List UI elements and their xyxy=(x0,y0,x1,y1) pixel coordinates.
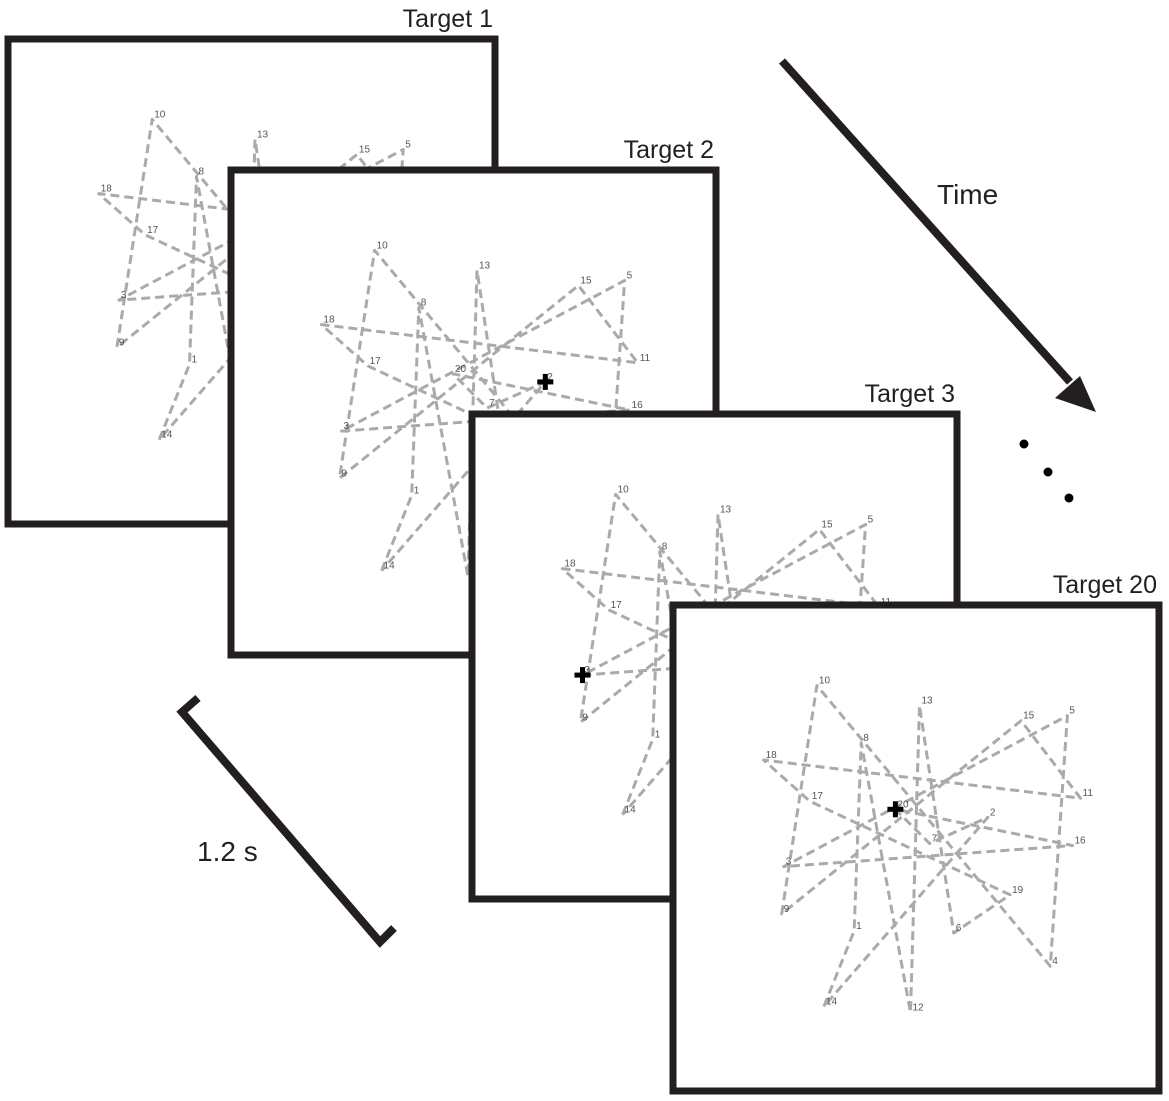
target-number-label: 6 xyxy=(956,923,962,934)
duration-label: 1.2 s xyxy=(197,836,258,867)
target-number-label: 10 xyxy=(819,676,831,687)
duration-bracket xyxy=(176,694,397,948)
cross-bar-vertical xyxy=(542,373,548,390)
target-number-label: 20 xyxy=(897,799,909,810)
target-number-label: 3 xyxy=(344,421,350,432)
target-number-label: 15 xyxy=(359,145,371,156)
target-cross-icon xyxy=(537,373,554,390)
target-number-label: 3 xyxy=(121,290,127,301)
target-number-label: 7 xyxy=(932,834,938,845)
target-number-label: 18 xyxy=(323,315,335,326)
frame-title: Target 3 xyxy=(865,380,955,408)
target-number-label: 5 xyxy=(405,140,411,151)
target-number-label: 9 xyxy=(582,712,588,723)
target-number-label: 5 xyxy=(627,271,633,282)
target-number-label: 14 xyxy=(826,997,838,1008)
cross-bar-vertical xyxy=(580,667,585,684)
target-number-label: 14 xyxy=(161,430,173,441)
target-number-label: 11 xyxy=(1083,788,1094,799)
dot xyxy=(1064,493,1074,503)
target-number-label: 1 xyxy=(856,921,862,932)
target-number-label: 2 xyxy=(547,372,553,383)
time-arrow xyxy=(779,58,1096,412)
target-number-label: 18 xyxy=(101,184,113,195)
target-number-label: 8 xyxy=(199,167,205,178)
target-number-label: 10 xyxy=(377,240,389,251)
target-number-label: 15 xyxy=(580,276,592,287)
target-number-label: 10 xyxy=(154,109,166,120)
cross-bar-vertical xyxy=(892,801,898,818)
target-number-label: 9 xyxy=(784,904,790,915)
target-number-label: 13 xyxy=(479,260,491,271)
target-number-label: 1 xyxy=(655,729,661,740)
target-number-label: 20 xyxy=(455,364,467,375)
target-number-label: 8 xyxy=(421,298,427,309)
target-number-label: 17 xyxy=(611,600,623,611)
target-number-label: 8 xyxy=(863,733,869,744)
frame-title: Target 1 xyxy=(403,5,493,33)
target-number-label: 13 xyxy=(922,696,934,707)
frame-title: Target 2 xyxy=(624,136,714,164)
target-number-label: 14 xyxy=(384,561,396,572)
target-number-label: 15 xyxy=(821,520,833,531)
target-number-label: 5 xyxy=(1069,706,1075,717)
target-number-label: 14 xyxy=(625,805,637,816)
time-label: Time xyxy=(937,179,998,210)
target-number-label: 2 xyxy=(990,807,996,818)
target-number-label: 4 xyxy=(1052,956,1058,967)
time-arrow-shaft xyxy=(779,58,1073,385)
target-number-label: 10 xyxy=(618,484,630,495)
target-number-label: 15 xyxy=(1023,711,1035,722)
target-number-label: 3 xyxy=(585,665,591,676)
target-cross-icon xyxy=(887,801,904,818)
dot xyxy=(1043,467,1053,477)
target-number-label: 16 xyxy=(1075,836,1087,847)
target-number-label: 18 xyxy=(564,559,576,570)
target-number-label: 11 xyxy=(640,353,651,364)
target-number-label: 13 xyxy=(257,129,269,140)
frame-title: Target 20 xyxy=(1053,571,1157,599)
target-number-label: 1 xyxy=(192,354,198,365)
dot xyxy=(1019,439,1029,449)
target-number-label: 18 xyxy=(766,750,778,761)
target-number-label: 9 xyxy=(341,468,347,479)
target-number-label: 19 xyxy=(1012,885,1024,896)
target-number-label: 12 xyxy=(913,1003,925,1014)
target-number-label: 17 xyxy=(370,356,382,367)
target-path xyxy=(762,684,1082,1014)
target-number-label: 8 xyxy=(662,542,668,553)
target-number-label: 5 xyxy=(868,515,874,526)
continuation-dots: … xyxy=(1019,439,1074,503)
target-number-label: 7 xyxy=(489,398,495,409)
time-arrow-head xyxy=(1055,376,1096,412)
target-number-label: 16 xyxy=(632,400,644,411)
target-number-label: 9 xyxy=(119,337,125,348)
target-number-label: 17 xyxy=(812,791,824,802)
target-number-label: 13 xyxy=(720,504,732,515)
target-number-label: 17 xyxy=(147,225,159,236)
target-cross-icon xyxy=(574,667,591,684)
target-number-label: 3 xyxy=(786,857,792,868)
target-number-label: 1 xyxy=(414,485,420,496)
